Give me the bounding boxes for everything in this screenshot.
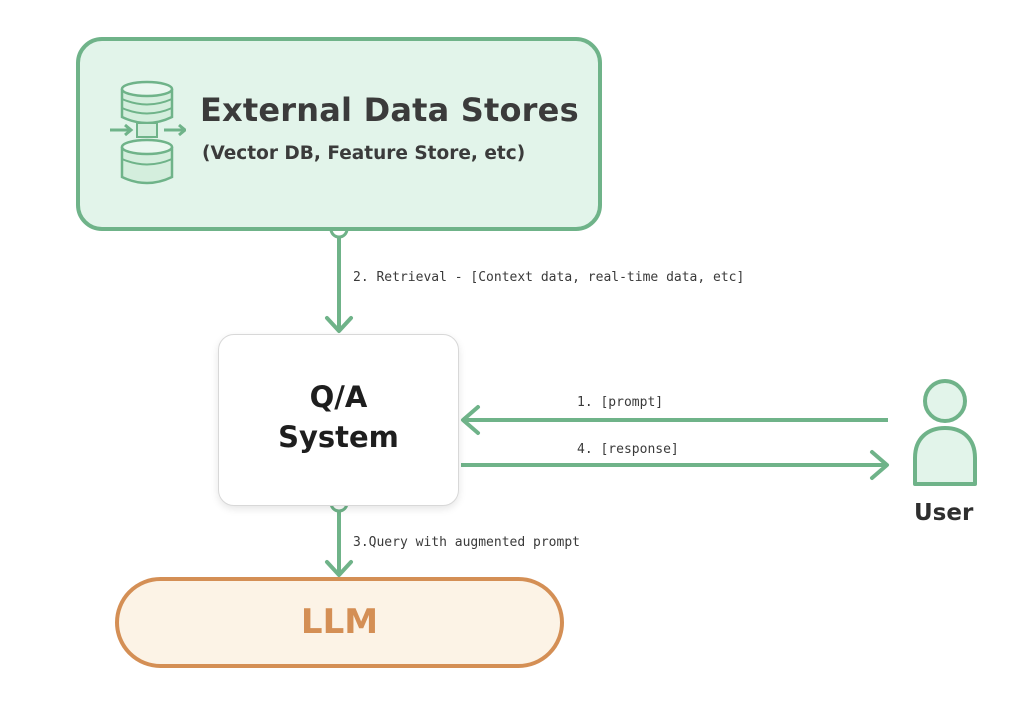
qa-system-label-line2: System [278,420,399,454]
llm-label: LLM [300,602,379,642]
qa-system-label-line1: Q/A [309,380,368,414]
external-data-stores-title: External Data Stores [200,91,579,129]
qa-system-node: Q/A System [218,334,459,506]
query-edge-label: 3.Query with augmented prompt [353,535,580,550]
llm-node: LLM [115,577,564,668]
user-icon [913,379,977,486]
response-arrowhead [870,450,889,480]
response-edge-label: 4. [response] [577,442,679,457]
query-arrowhead [325,560,353,577]
user-label: User [914,500,974,526]
retrieval-edge-label: 2. Retrieval - [Context data, real-time … [353,270,745,285]
database-sync-icon [110,80,186,185]
prompt-arrowhead [461,405,480,435]
qa-system-label: Q/A System [219,377,458,457]
retrieval-arrowhead [325,316,353,333]
external-data-stores-node: External Data Stores (Vector DB, Feature… [76,37,602,231]
external-data-stores-subtitle: (Vector DB, Feature Store, etc) [202,143,526,164]
prompt-edge-label: 1. [prompt] [577,395,664,410]
